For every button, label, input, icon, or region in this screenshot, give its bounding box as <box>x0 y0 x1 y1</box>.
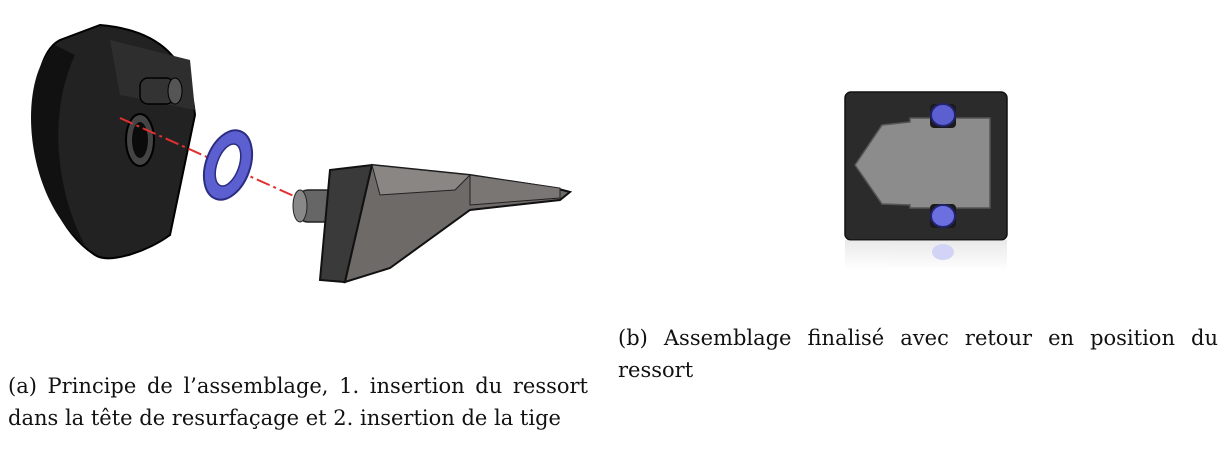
exploded-assembly-drawing <box>31 23 573 284</box>
subfigure-b: (b) Assemblage finalisé avec retour en p… <box>610 0 1220 470</box>
caption-b: (b) Assemblage finalisé avec retour en p… <box>618 326 1218 382</box>
resurfacing-head <box>31 23 197 260</box>
subfigure-a: (a) Principe de l’assemblage, 1. inserti… <box>0 0 600 470</box>
caption-a: (a) Principe de l’assemblage, 1. inserti… <box>8 374 588 430</box>
section-block <box>844 91 1008 241</box>
section-reflection <box>845 240 1007 270</box>
spring-ring <box>202 129 254 201</box>
assembly-section-view <box>844 91 1008 270</box>
stem <box>292 163 573 284</box>
